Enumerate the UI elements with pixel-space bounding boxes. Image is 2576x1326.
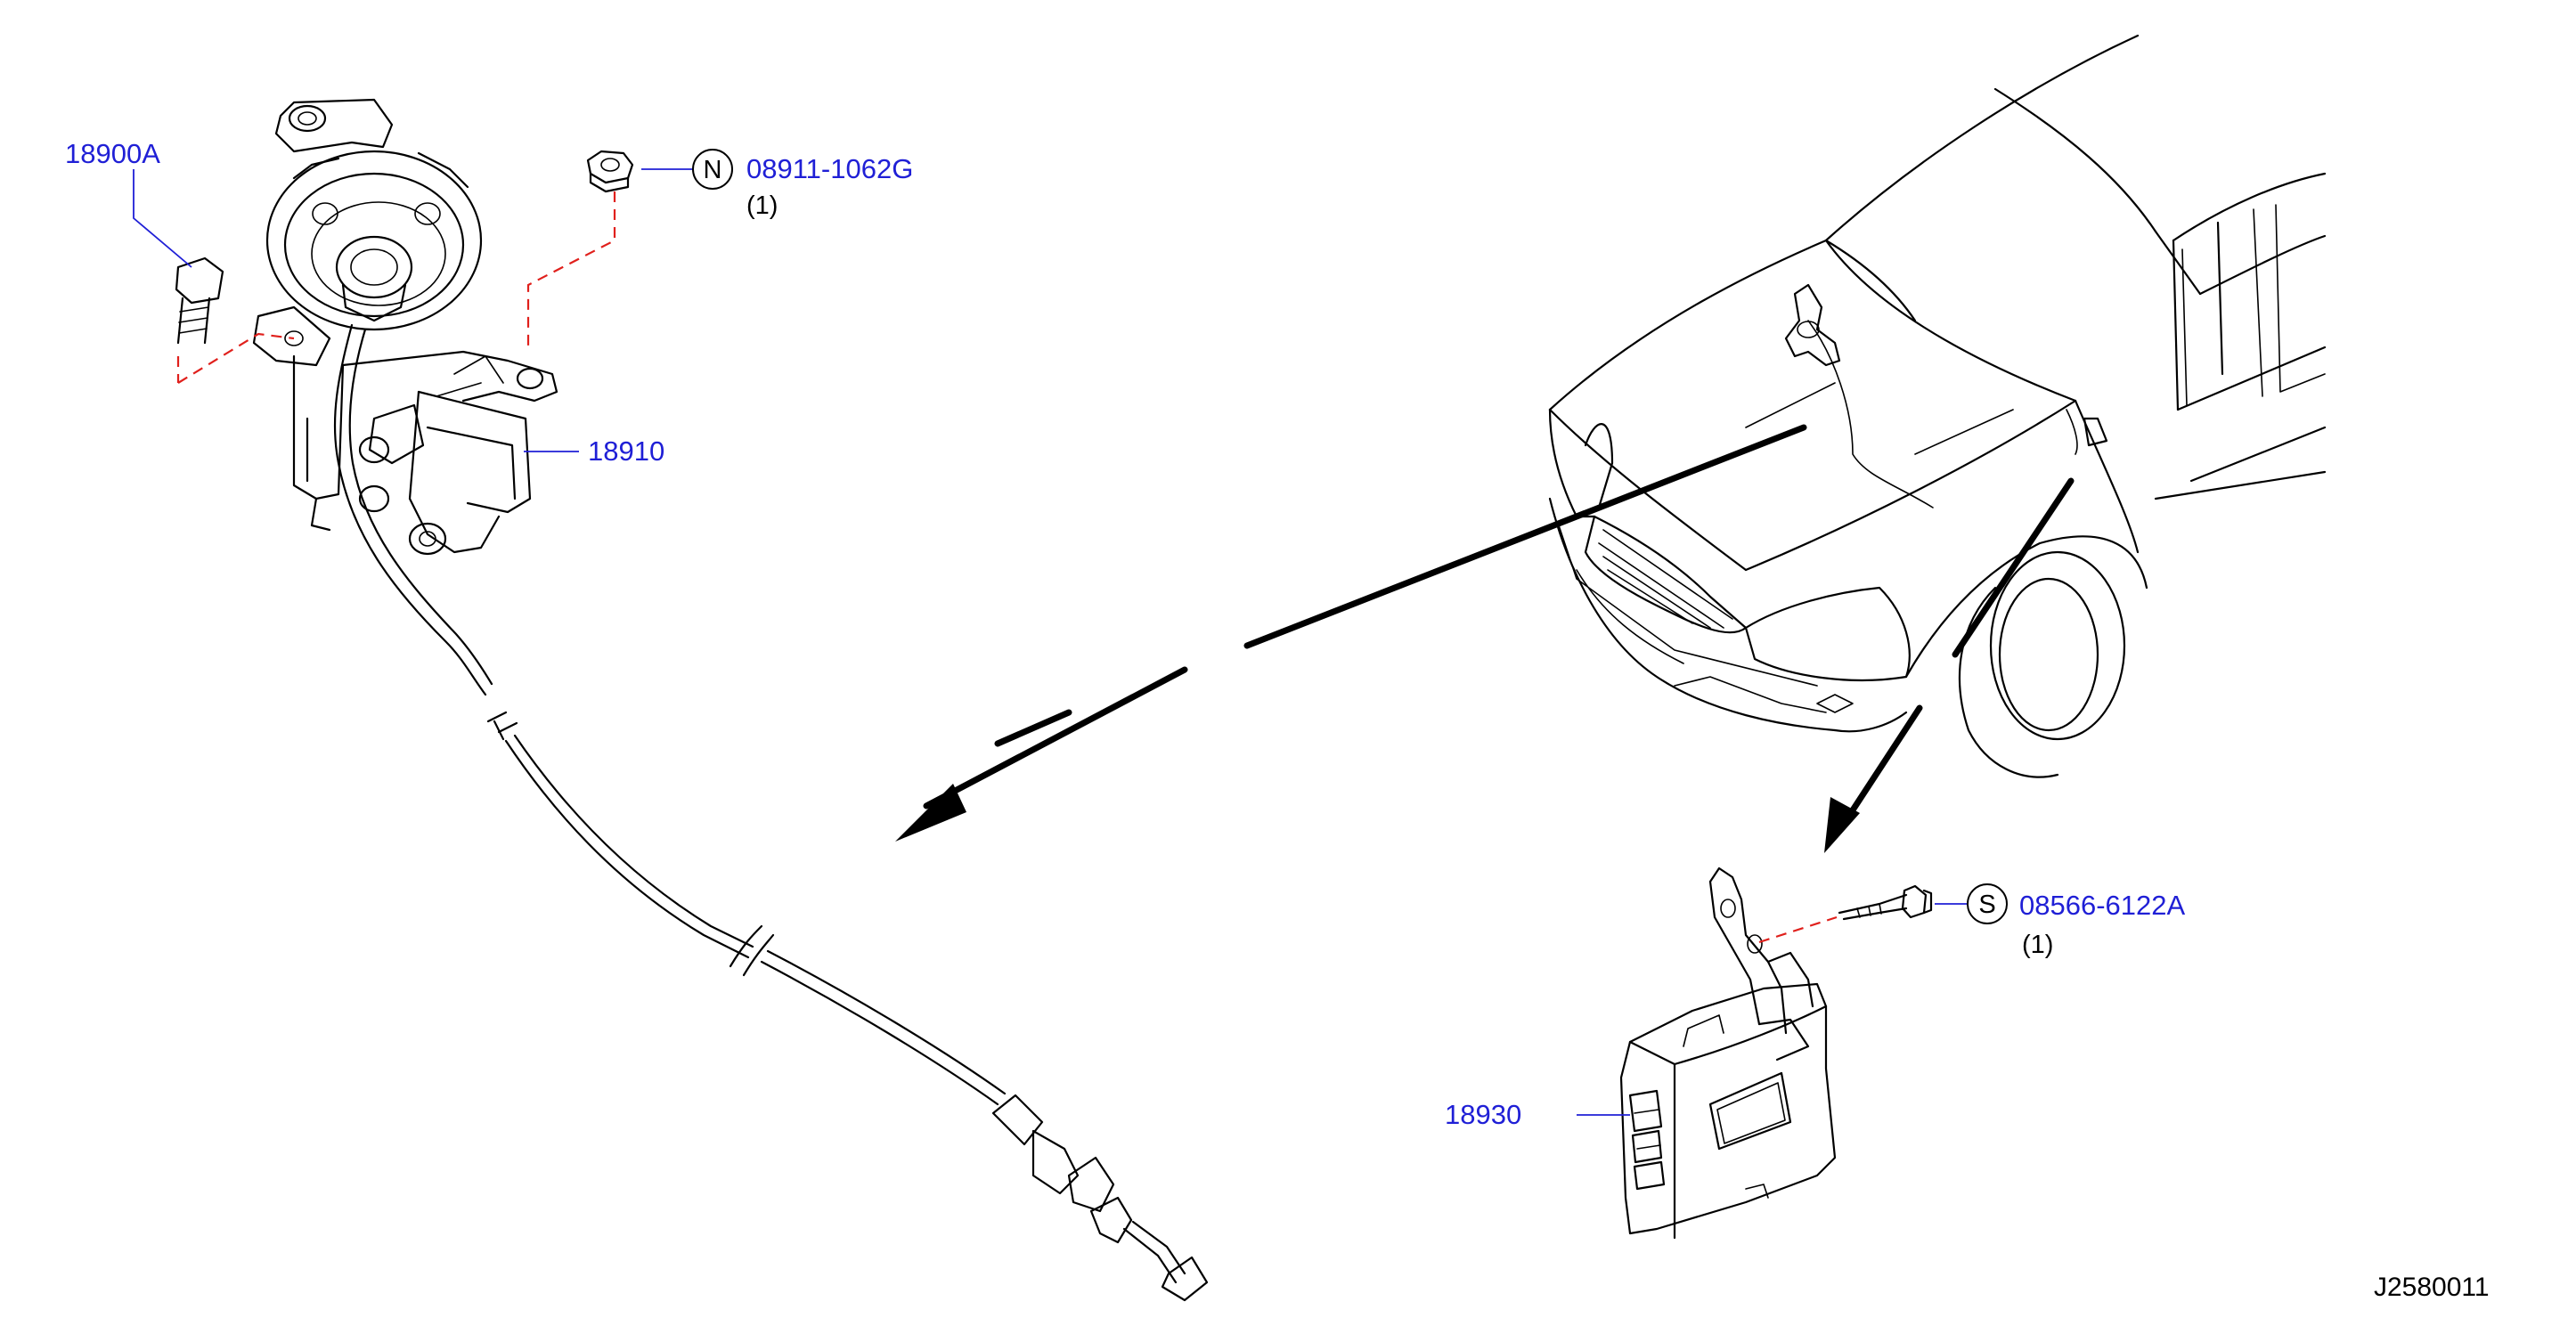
label-18930: 18930 [1445, 1099, 1521, 1130]
label-18900a: 18900A [65, 138, 160, 169]
fastener-path-screw [1758, 915, 1838, 944]
bolt-18900a [175, 256, 224, 345]
nut-symbol-letter: N [704, 156, 722, 184]
label-nut-code: 08911-1062G [746, 153, 913, 184]
callout-arrows [895, 424, 2075, 853]
screw-08566-6122a [1838, 884, 1933, 921]
diagram-id: J2580011 [2374, 1273, 2490, 1302]
vehicle-front-view [1548, 34, 2327, 778]
label-screw-qty: (1) [2022, 931, 2053, 959]
nut-symbol-badge [692, 149, 733, 190]
label-screw-code: 08566-6122A [2019, 890, 2185, 921]
actuator-assembly [252, 98, 558, 696]
label-18910: 18910 [588, 435, 664, 467]
fastener-path-18900a [177, 332, 295, 384]
screw-symbol-letter: S [1978, 891, 1995, 919]
screw-symbol-badge [1967, 883, 2008, 924]
throttle-cable [486, 711, 1209, 1302]
fastener-path-nut [526, 191, 616, 352]
leader-18900a [133, 169, 192, 268]
control-unit-assembly [1619, 866, 1837, 1240]
nut-08911-1062g [586, 150, 634, 193]
label-nut-qty: (1) [746, 191, 778, 220]
